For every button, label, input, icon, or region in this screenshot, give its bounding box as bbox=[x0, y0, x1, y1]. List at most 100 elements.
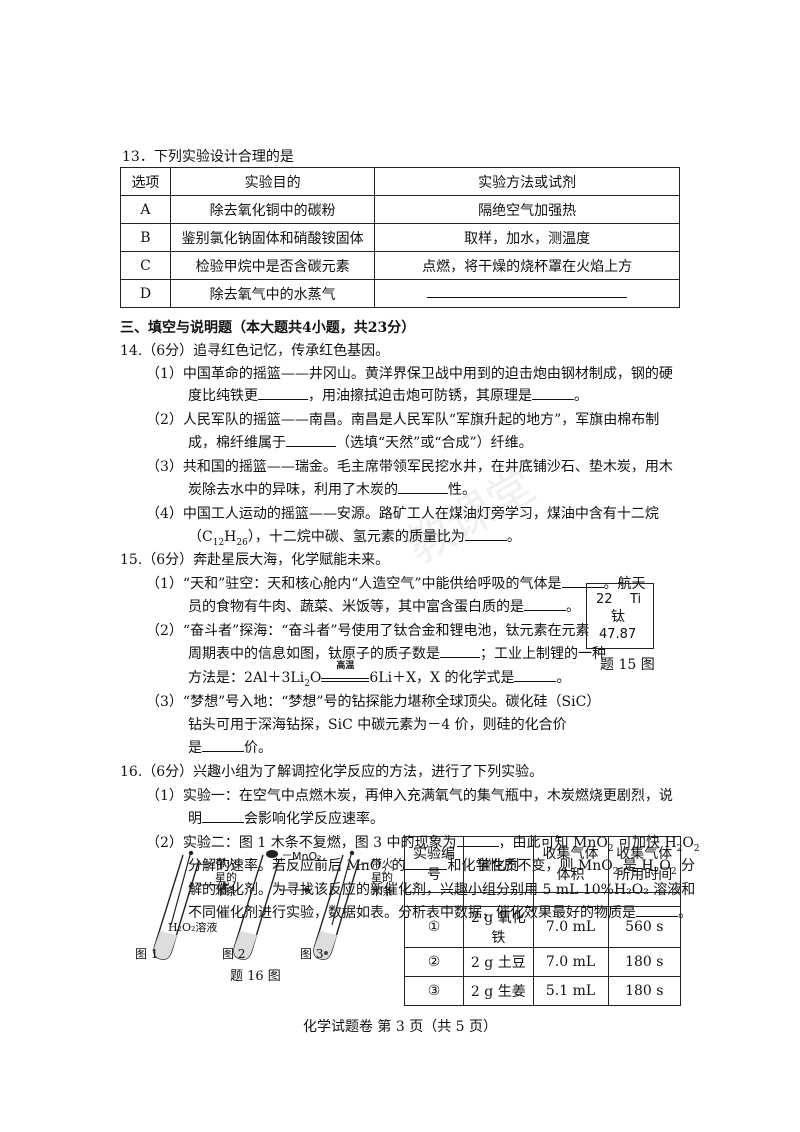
answer-blank[interactable] bbox=[440, 657, 480, 658]
table-cell: 点燃，将干燥的烧杯罩在火焰上方 bbox=[374, 251, 680, 280]
table-cell: 7.0 mL bbox=[532, 906, 609, 948]
answer-blank[interactable] bbox=[561, 587, 604, 588]
table-row: ① 2 g 氧化铁 7.0 mL 560 s bbox=[403, 906, 682, 948]
figure-caption: 题 15 图 bbox=[600, 657, 655, 673]
answer-blank[interactable] bbox=[258, 399, 308, 400]
q14-line: （C12H26），十二烷中碳、氢元素的质量比为。 bbox=[188, 529, 521, 548]
q13-title: 13．下列实验设计合理的是 bbox=[122, 149, 294, 165]
page-footer: 化学试题卷 第 3 页（共 5 页） bbox=[302, 1019, 498, 1035]
label-splint-1: 带火星的木条 bbox=[215, 857, 237, 898]
figure-caption: 题 16 图 bbox=[230, 969, 281, 984]
table-row: C 检验甲烷中是否含碳元素 点燃，将干燥的烧杯罩在火焰上方 bbox=[120, 251, 680, 280]
table-cell: 取样，加水，测温度 bbox=[374, 223, 680, 252]
answer-blank[interactable] bbox=[532, 399, 574, 400]
wooden-splint bbox=[170, 854, 191, 926]
answer-blank[interactable] bbox=[202, 822, 244, 823]
table-header: 催化剂 bbox=[463, 836, 534, 893]
table-cell: ① bbox=[403, 906, 465, 948]
q14-line: （1）中国革命的摇篮——井冈山。黄洋界保卫战中用到的迫击炮由钢材制成，钢的硬 bbox=[146, 366, 673, 382]
answer-blank[interactable] bbox=[464, 540, 507, 541]
element-name: 钛 bbox=[611, 609, 625, 625]
table-cell: 除去氧气中的水蒸气 bbox=[169, 279, 376, 308]
table-header: 实验目的 bbox=[169, 167, 376, 196]
table-cell: B bbox=[120, 223, 171, 252]
glowing-tip bbox=[188, 850, 194, 856]
table-row: A 除去氧化铜中的碳粉 隔绝空气加强热 bbox=[120, 195, 680, 224]
table-cell: ③ bbox=[403, 976, 465, 1006]
table-header: 收集气体体积 bbox=[532, 836, 609, 893]
table-cell: 5.1 mL bbox=[532, 976, 609, 1006]
q14-line: 炭除去水中的异味，利用了木炭的性。 bbox=[188, 482, 476, 498]
table-header: 选项 bbox=[120, 167, 171, 196]
table-row: 选项 实验目的 实验方法或试剂 bbox=[120, 167, 680, 196]
q15-line: 钻头可用于深海钻探，SiC 中碳元素为－4 价，则硅的化合价 bbox=[188, 717, 567, 733]
table-cell: 隔绝空气加强热 bbox=[374, 195, 680, 224]
table-cell: ② bbox=[403, 947, 465, 977]
table-cell: C bbox=[120, 251, 171, 280]
q14-line: 度比纯铁更，用油擦拭迫击炮可防锈，其原理是。 bbox=[188, 388, 588, 404]
table-row: 实验编号 催化剂 收集气体体积 收集气体所用时间 bbox=[403, 836, 682, 893]
answer-blank[interactable] bbox=[286, 446, 336, 447]
table-cell: 180 s bbox=[607, 947, 682, 977]
q15-line: （1）“天和”驻空：天和核心舱内“人造空气”中能供给呼吸的气体是。航天 bbox=[146, 576, 646, 592]
table-header: 实验编号 bbox=[403, 836, 465, 893]
q14-stem: 14.（6分）追寻红色记忆，传承红色基因。 bbox=[120, 343, 390, 359]
label-h2o2-solution: H₂O₂溶液 bbox=[168, 921, 218, 934]
answer-blank[interactable] bbox=[398, 493, 448, 494]
q15-line: 员的食物有牛肉、蔬菜、米饭等，其中富含蛋白质的是。 bbox=[188, 599, 580, 615]
table-cell: A bbox=[120, 195, 171, 224]
test-tube-1 bbox=[153, 850, 200, 960]
answer-blank[interactable] bbox=[524, 610, 566, 611]
table-spacer bbox=[403, 892, 682, 907]
table-header: 收集气体所用时间 bbox=[607, 836, 682, 893]
table-cell: 7.0 mL bbox=[532, 947, 609, 977]
label-splint-3: 带火星的木条 bbox=[371, 857, 393, 898]
q15-line: （2）“奋斗者”探海：“奋斗者”号使用了钛合金和锂电池，钛元素在元素 bbox=[146, 623, 590, 639]
figure-label: 图 2 bbox=[222, 947, 246, 961]
wooden-splint bbox=[331, 854, 352, 926]
q14-line: （2）人民军队的摇篮——南昌。南昌是人民军队“军旗升起的地方”，军旗由棉布制 bbox=[146, 412, 660, 428]
periodic-element-box bbox=[586, 583, 654, 649]
table-cell: 560 s bbox=[607, 906, 682, 948]
q15-stem: 15.（6分）奔赴星辰大海，化学赋能未来。 bbox=[120, 552, 390, 568]
answer-blank[interactable] bbox=[514, 681, 557, 682]
test-tube-3 bbox=[313, 850, 360, 960]
reaction-condition: 高温 bbox=[321, 662, 370, 682]
q14-line: （3）共和国的摇篮——瑞金。毛主席带领军民挖水井，在井底铺沙石、垫木炭，用木 bbox=[146, 459, 673, 475]
q13-table: 选项 实验目的 实验方法或试剂 A 除去氧化铜中的碳粉 隔绝空气加强热 B 鉴别… bbox=[120, 167, 680, 308]
q15-line: 是价。 bbox=[188, 740, 272, 756]
table-cell: 2 g 土豆 bbox=[463, 947, 534, 977]
q14-line: 成，棉纤维属于（选填“天然”或“合成”）纤维。 bbox=[188, 435, 533, 451]
q16-line: （1）实验一：在空气中点燃木炭，再伸入充满氧气的集气瓶中，木炭燃烧更剧烈，说 bbox=[146, 788, 673, 804]
table-cell: 2 g 生姜 bbox=[463, 976, 534, 1006]
table-cell: 2 g 氧化铁 bbox=[463, 906, 534, 948]
element-symbol: Ti bbox=[630, 592, 642, 607]
section-title: 三、填空与说明题（本大题共4小题，共23分） bbox=[120, 320, 416, 336]
q16-stem: 16.（6分）兴趣小组为了解调控化学反应的方法，进行了下列实验。 bbox=[120, 764, 544, 780]
table-row: ② 2 g 土豆 7.0 mL 180 s bbox=[403, 947, 682, 977]
figure-label: 图 3 bbox=[300, 947, 324, 961]
answer-blank[interactable] bbox=[427, 296, 628, 298]
answer-blank[interactable] bbox=[202, 751, 244, 752]
glowing-tip bbox=[349, 850, 355, 856]
table-cell: 鉴别氯化钠固体和硝酸铵固体 bbox=[169, 223, 376, 252]
mno2-powder bbox=[266, 850, 278, 858]
table-row: ③ 2 g 生姜 5.1 mL 180 s bbox=[403, 976, 682, 1006]
table-row: D 除去氧气中的水蒸气 bbox=[120, 279, 680, 308]
q16-line: 明会影响化学反应速率。 bbox=[188, 811, 384, 827]
q15-line: 周期表中的信息如图，钛原子的质子数是；工业上制锂的一种 bbox=[188, 646, 606, 662]
q16-data-table: 实验编号 催化剂 收集气体体积 收集气体所用时间 ① 2 g 氧化铁 7.0 m… bbox=[403, 836, 682, 1006]
table-row: B 鉴别氯化钠固体和硝酸铵固体 取样，加水，测温度 bbox=[120, 223, 680, 252]
q15-line: （3）“梦想”号入地：“梦想”号的钻探能力堪称全球顶尖。碳化硅（SiC） bbox=[146, 694, 601, 710]
experiment-figure bbox=[153, 850, 370, 960]
table-cell: 除去氧化铜中的碳粉 bbox=[169, 195, 376, 224]
test-tube-2 bbox=[233, 850, 280, 960]
table-cell: D bbox=[120, 279, 171, 308]
q14-line: （4）中国工人运动的摇篮——安源。路矿工人在煤油灯旁学习，煤油中含有十二烷 bbox=[146, 506, 659, 522]
figure-label: 图 1 bbox=[135, 947, 159, 961]
label-mno2: MnO₂ bbox=[292, 850, 322, 863]
table-cell: 180 s bbox=[607, 976, 682, 1006]
atomic-mass: 47.87 bbox=[599, 627, 637, 642]
table-header: 实验方法或试剂 bbox=[374, 167, 680, 196]
